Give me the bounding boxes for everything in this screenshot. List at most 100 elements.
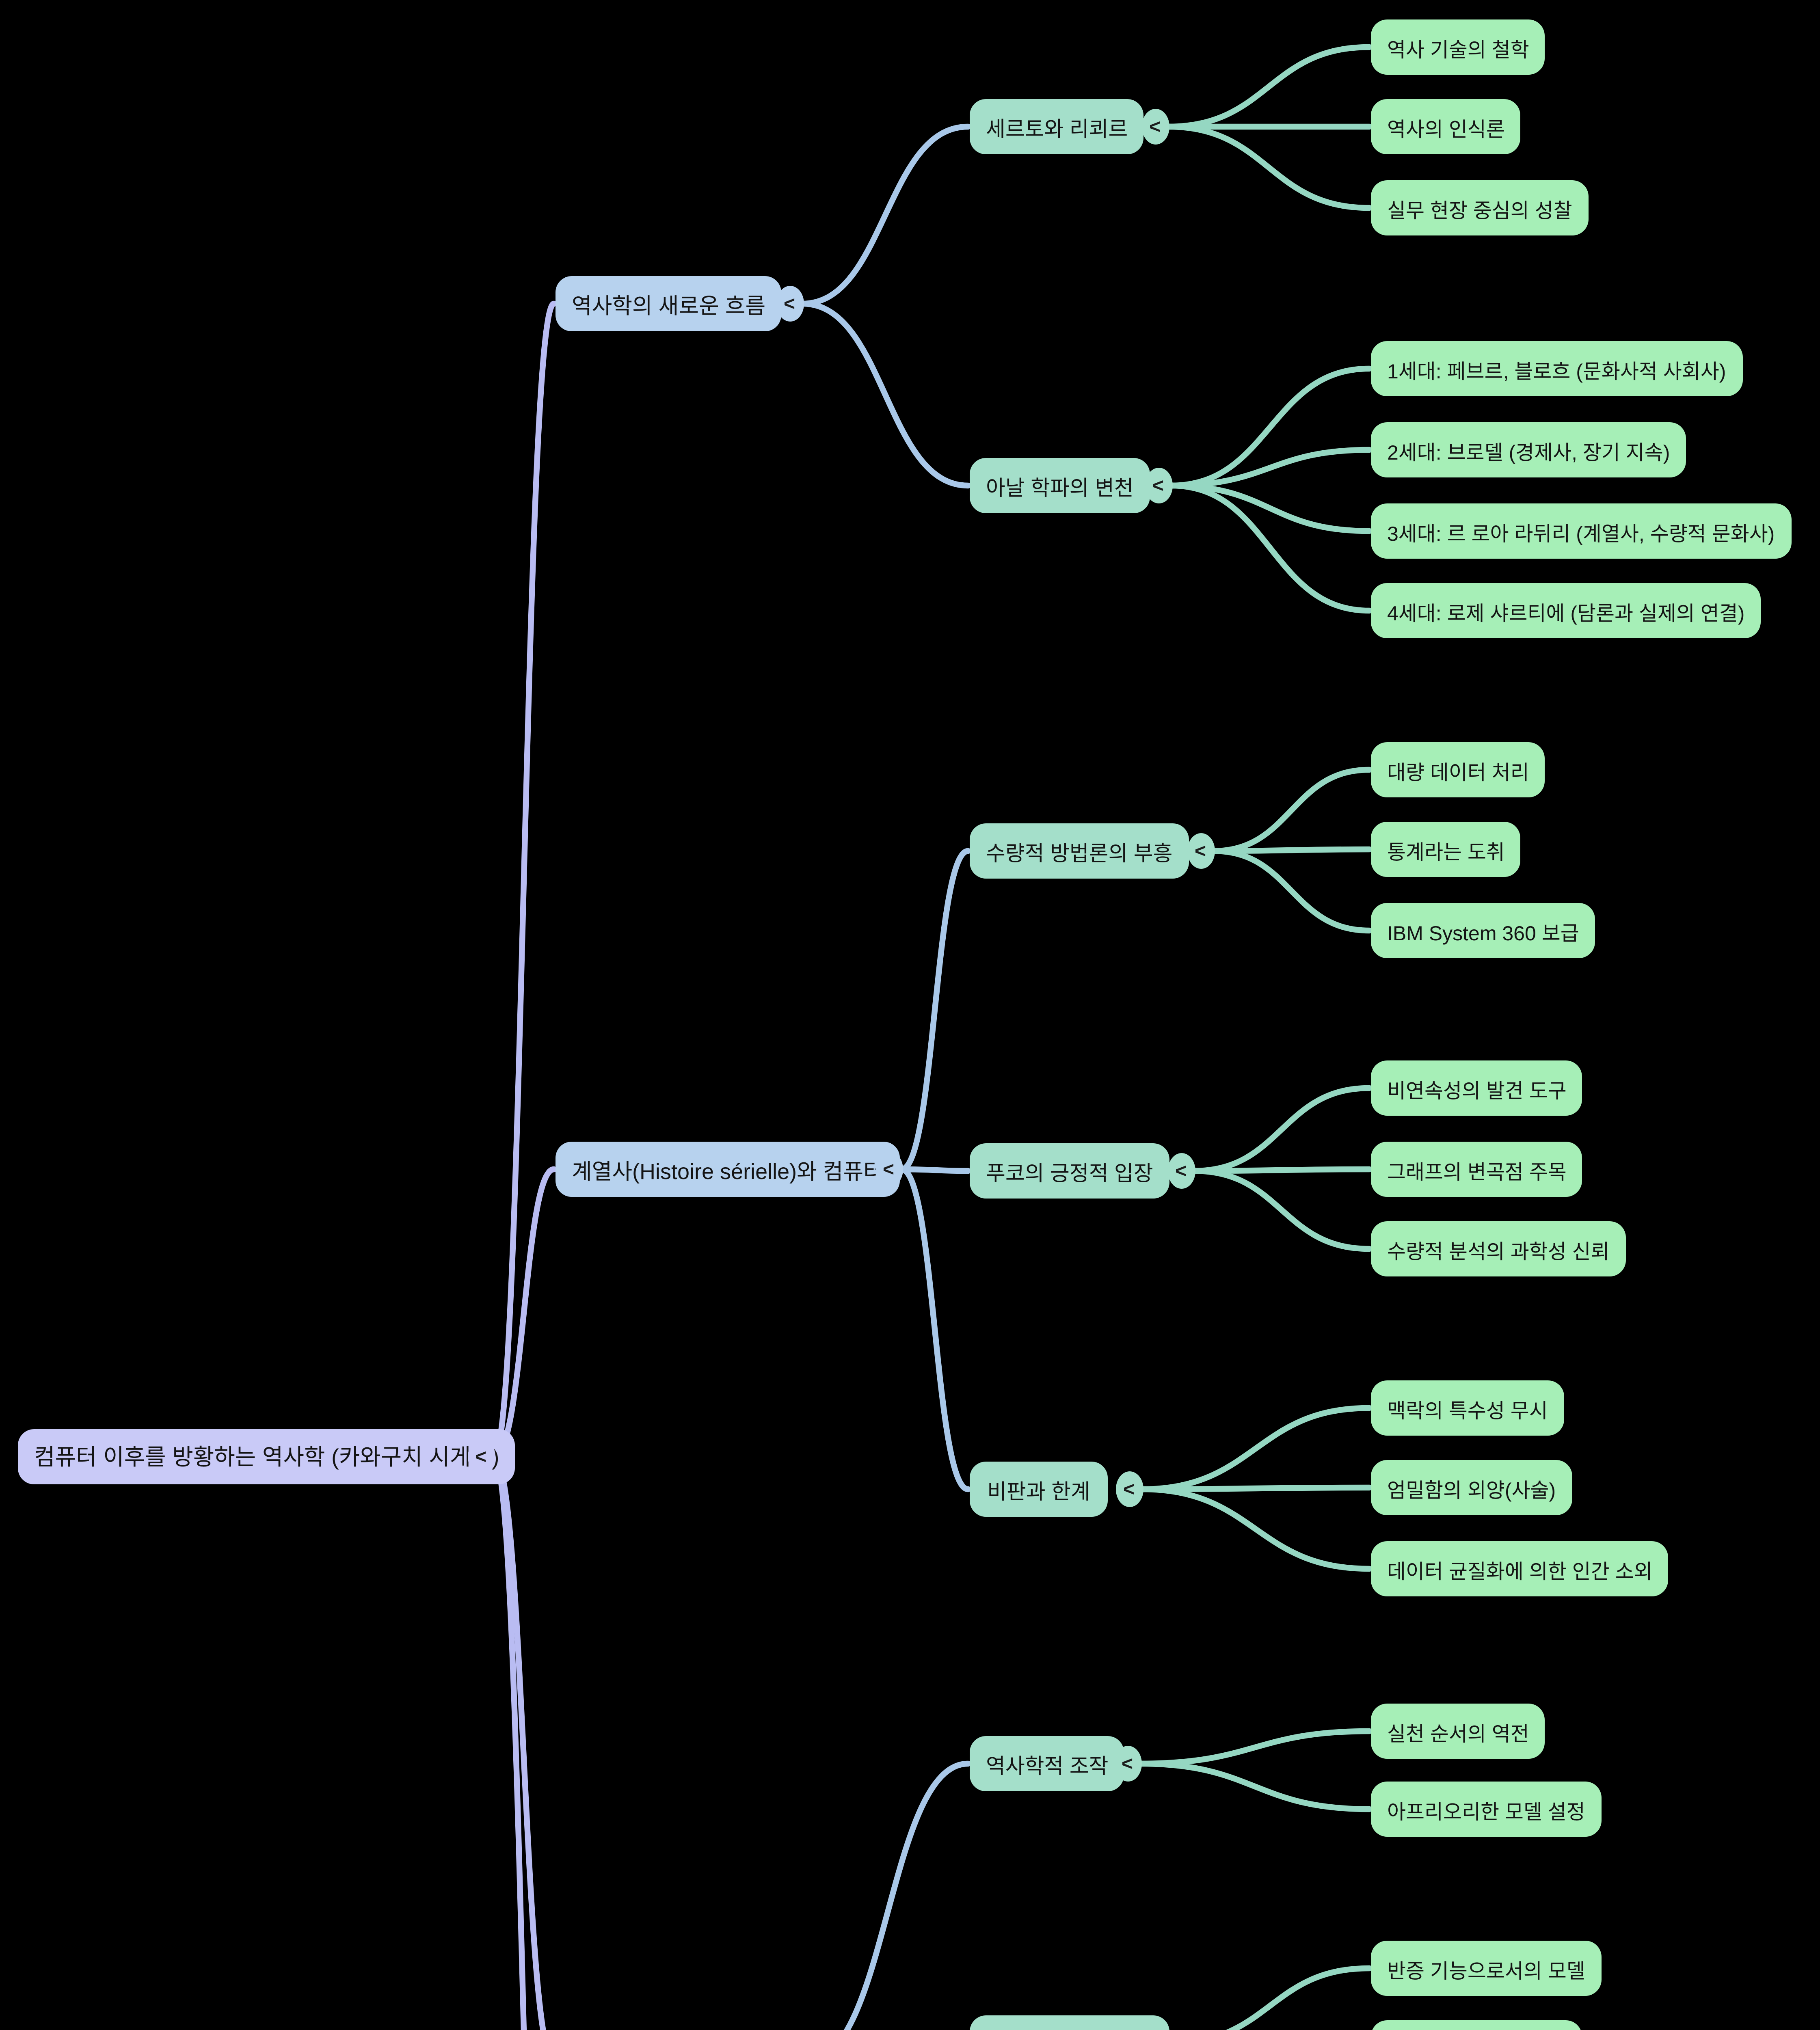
node-b2c1: 수량적 방법론의 부흥	[970, 823, 1189, 879]
collapse-toggle-b1c1[interactable]: <	[1141, 109, 1169, 145]
node-b1c1: 세르토와 리쾨르	[970, 99, 1144, 154]
collapse-toggle-root[interactable]: <	[467, 1439, 495, 1475]
collapse-chevron-icon: <	[882, 1158, 894, 1181]
link-b2c1-b2c1a	[1210, 767, 1373, 854]
node-label: 계열사(Histoire sérielle)와 컴퓨터	[572, 1160, 884, 1184]
node-label: 푸코의 긍정적 입장	[986, 1160, 1153, 1185]
link-b2-b2c2	[898, 1166, 971, 1174]
link-b1c1-b1c1c	[1165, 123, 1373, 211]
collapse-chevron-icon: <	[1149, 115, 1161, 138]
node-label: 오류와 일탈의 가치	[986, 2028, 1153, 2030]
collapse-toggle-b1[interactable]: <	[776, 286, 803, 322]
link-b2c2-b2c2b	[1191, 1166, 1373, 1174]
node-b1c2: 아날 학파의 변천	[970, 458, 1150, 513]
node-b3c1: 역사학적 조작	[970, 1736, 1125, 1791]
node-b2c3b: 엄밀함의 외양(사술)	[1371, 1460, 1572, 1515]
node-b2c2: 푸코의 긍정적 입장	[970, 1143, 1169, 1199]
node-label: 아날 학파의 변천	[986, 475, 1134, 499]
node-b1c2b: 2세대: 브로델 (경제사, 장기 지속)	[1371, 422, 1686, 477]
node-b2c1a: 대량 데이터 처리	[1371, 742, 1545, 797]
node-b2c2a: 비연속성의 발견 도구	[1371, 1060, 1583, 1116]
node-label: 실천 순서의 역전	[1387, 1722, 1529, 1745]
collapse-chevron-icon: <	[783, 292, 795, 315]
node-b2c1c: IBM System 360 보급	[1371, 903, 1595, 958]
node-label: IBM System 360 보급	[1387, 922, 1579, 944]
node-b3c2a: 반증 기능으로서의 모델	[1371, 1941, 1602, 1996]
collapse-chevron-icon: <	[1121, 1752, 1133, 1775]
node-b2c1b: 통계라는 도취	[1371, 822, 1521, 877]
node-b1c1a: 역사 기술의 철학	[1371, 19, 1545, 75]
link-root-b4	[491, 1453, 527, 2030]
node-label: 데이터 균질화에 의한 인간 소외	[1387, 1560, 1653, 1583]
link-b1c1-b1c1a	[1165, 44, 1373, 130]
node-label: 역사학의 새로운 흐름	[572, 294, 766, 318]
collapse-chevron-icon: <	[1123, 1478, 1135, 1501]
node-b1c1c: 실무 현장 중심의 성찰	[1371, 180, 1589, 235]
link-b2c2-b2c2a	[1191, 1085, 1373, 1174]
link-b2c3-b2c3c	[1139, 1486, 1373, 1572]
link-b3c2-b3c2a	[1226, 1965, 1373, 2030]
node-label: 1세대: 페브르, 블로흐 (문화사적 사회사)	[1387, 360, 1726, 382]
node-label: 컴퓨터 이후를 방황하는 역사학 (카와구치 시게오)	[34, 1444, 499, 1470]
node-label: 통계라는 도취	[1387, 840, 1505, 863]
link-b1c2-b1c2d	[1168, 482, 1373, 614]
collapse-toggle-b3c1[interactable]: <	[1113, 1746, 1141, 1782]
root-node: 컴퓨터 이후를 방황하는 역사학 (카와구치 시게오)	[18, 1429, 516, 1484]
link-b2c1-b2c1c	[1210, 848, 1373, 934]
link-b1-b1c2	[799, 300, 971, 489]
node-b3c1a: 실천 순서의 역전	[1371, 1704, 1545, 1759]
node-label: 아프리오리한 모델 설정	[1387, 1800, 1585, 1823]
node-label: 비연속성의 발견 도구	[1387, 1079, 1567, 1102]
collapse-toggle-b1c2[interactable]: <	[1144, 468, 1172, 503]
node-label: 그래프의 변곡점 주목	[1387, 1160, 1567, 1183]
link-b2c1-b2c1b	[1210, 846, 1373, 854]
node-label: 역사 기술의 철학	[1387, 38, 1529, 61]
node-b2c2c: 수량적 분석의 과학성 신뢰	[1371, 1221, 1626, 1276]
node-b1c2d: 4세대: 로제 샤르티에 (담론과 실제의 연결)	[1371, 583, 1761, 638]
node-b2c3a: 맥락의 특수성 무시	[1371, 1380, 1564, 1436]
link-b1c2-b1c2b	[1168, 447, 1373, 489]
node-b2c3: 비판과 한계	[970, 1462, 1108, 1517]
node-label: 2세대: 브로델 (경제사, 장기 지속)	[1387, 441, 1670, 464]
link-b2-b2c3	[898, 1166, 971, 1492]
node-b2c2b: 그래프의 변곡점 주목	[1371, 1142, 1583, 1197]
node-label: 세르토와 리쾨르	[986, 116, 1128, 140]
link-b3c1-b3c1b	[1137, 1760, 1373, 1812]
node-label: 수량적 분석의 과학성 신뢰	[1387, 1240, 1610, 1263]
link-b2-b2c1	[898, 848, 971, 1173]
node-label: 3세대: 르 로아 라뒤리 (계열사, 수량적 문화사)	[1387, 522, 1775, 545]
node-label: 실무 현장 중심의 성찰	[1387, 199, 1572, 222]
link-b1c2-b1c2a	[1168, 365, 1373, 489]
node-label: 반증 기능으로서의 모델	[1387, 1959, 1585, 1982]
node-b1c1b: 역사의 인식론	[1371, 99, 1521, 154]
node-label: 맥락의 특수성 무시	[1387, 1399, 1548, 1422]
collapse-chevron-icon: <	[1194, 840, 1206, 862]
link-b3-b3c1	[843, 1760, 971, 2030]
node-label: 역사의 인식론	[1387, 118, 1505, 140]
collapse-toggle-b2c1[interactable]: <	[1187, 833, 1214, 869]
collapse-chevron-icon: <	[1152, 474, 1164, 497]
node-b2: 계열사(Histoire sérielle)와 컴퓨터	[556, 1142, 900, 1197]
collapse-toggle-b2[interactable]: <	[875, 1151, 902, 1187]
link-b1-b1c1	[799, 123, 971, 307]
link-b2c3-b2c3b	[1139, 1484, 1373, 1492]
link-b2c3-b2c3a	[1139, 1405, 1373, 1492]
node-label: 역사학적 조작	[986, 1753, 1109, 1777]
link-root-b1	[491, 300, 557, 1460]
node-b3c2b: 노이즈와 이상치 발견	[1371, 2020, 1583, 2030]
link-b2c2-b2c2c	[1191, 1168, 1373, 1252]
collapse-chevron-icon: <	[1175, 1160, 1187, 1182]
node-b3c1b: 아프리오리한 모델 설정	[1371, 1782, 1602, 1837]
collapse-toggle-b2c2[interactable]: <	[1167, 1153, 1195, 1189]
node-label: 수량적 방법론의 부흥	[986, 840, 1173, 865]
collapse-toggle-b2c3[interactable]: <	[1115, 1471, 1143, 1507]
node-label: 엄밀함의 외양(사술)	[1387, 1479, 1556, 1501]
node-b1c2c: 3세대: 르 로아 라뒤리 (계열사, 수량적 문화사)	[1371, 503, 1791, 559]
node-label: 대량 데이터 처리	[1387, 761, 1529, 784]
collapse-chevron-icon: <	[475, 1445, 486, 1468]
node-label: 4세대: 로제 샤르티에 (담론과 실제의 연결)	[1387, 602, 1745, 624]
node-b2c3c: 데이터 균질화에 의한 인간 소외	[1371, 1541, 1669, 1596]
link-b1c2-b1c2c	[1168, 482, 1373, 534]
